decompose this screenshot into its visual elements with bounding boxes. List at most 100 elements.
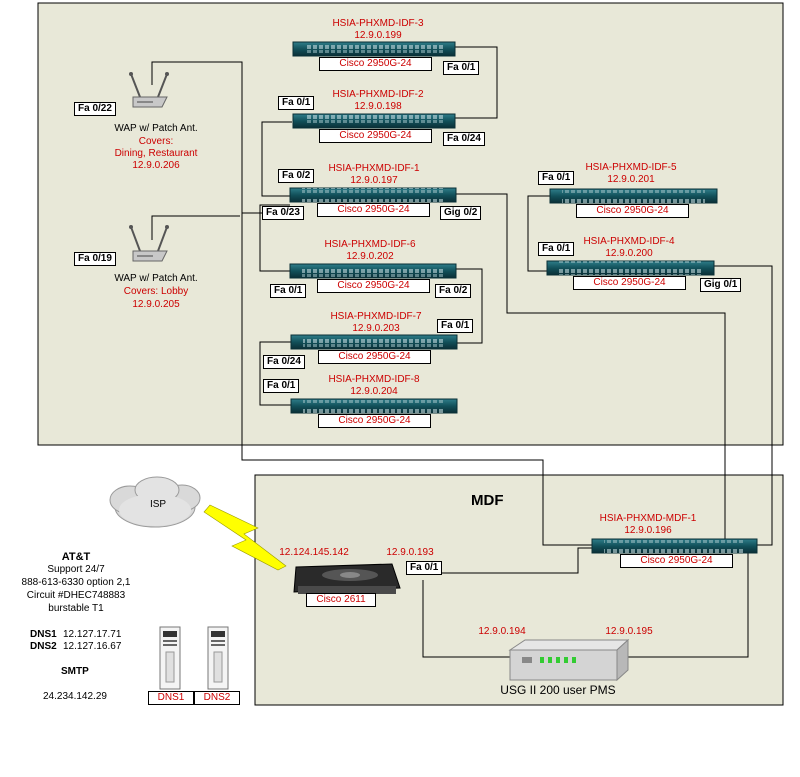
dns1-server-icon[interactable] [159, 626, 181, 690]
wap1-area: Dining, Restaurant [114, 148, 198, 159]
idf6-model: Cisco 2950G-24 [317, 279, 430, 293]
idf2-name: HSIA-PHXMD-IDF-2 [332, 89, 424, 100]
switch-idf4[interactable] [546, 260, 715, 276]
carrier-support: Support 24/7 [47, 564, 105, 575]
idf8-model: Cisco 2950G-24 [318, 414, 431, 428]
idf3-ip: 12.9.0.199 [354, 30, 402, 41]
port-wap2-fa019: Fa 0/19 [74, 252, 116, 266]
smtp-label: SMTP [61, 666, 89, 677]
wap2-covers: Covers: Lobby [123, 286, 189, 297]
usg-label: USG II 200 user PMS [500, 683, 616, 697]
switch-idf1[interactable] [289, 187, 457, 203]
link-idf7-idf8 [259, 341, 291, 406]
link-idf3-idf2 [455, 46, 498, 119]
port-idf2-fa01: Fa 0/1 [278, 96, 315, 110]
dns2-label: DNS2 [30, 641, 57, 652]
isp-cloud-icon [109, 476, 201, 528]
wap2-ip: 12.9.0.205 [132, 299, 180, 310]
link-wap1-idf1 [151, 61, 290, 214]
router-lan-ip: 12.9.0.193 [386, 547, 434, 558]
port-idf4-gig01: Gig 0/1 [700, 278, 742, 292]
idf2-ip: 12.9.0.198 [354, 101, 402, 112]
idf5-ip: 12.9.0.201 [607, 174, 655, 185]
mdf1-name: HSIA-PHXMD-MDF-1 [599, 513, 697, 524]
router-model: Cisco 2611 [306, 593, 376, 607]
link-idf4-mdf [714, 265, 773, 546]
idf1-ip: 12.9.0.197 [350, 175, 398, 186]
port-idf5-fa01: Fa 0/1 [538, 171, 575, 185]
idf5-model: Cisco 2950G-24 [576, 204, 689, 218]
smtp-ip: 24.234.142.29 [43, 691, 107, 702]
router-wan-ip: 12.124.145.142 [279, 547, 349, 558]
carrier-service: burstable T1 [48, 603, 104, 614]
wap1-ip: 12.9.0.206 [132, 160, 180, 171]
port-idf6-fa01: Fa 0/1 [270, 284, 307, 298]
link-router-usg [422, 580, 510, 658]
usg-ip-right: 12.9.0.195 [605, 626, 653, 637]
port-router-fa01: Fa 0/1 [406, 561, 443, 575]
port-idf2-fa024: Fa 0/24 [443, 132, 485, 146]
link-usg-mdf [617, 553, 749, 658]
port-idf1-fa023: Fa 0/23 [262, 206, 304, 220]
wap1-covers: Covers: [138, 136, 174, 147]
port-idf1-gig02: Gig 0/2 [440, 206, 482, 220]
idf7-ip: 12.9.0.203 [352, 323, 400, 334]
idf3-name: HSIA-PHXMD-IDF-3 [332, 18, 424, 29]
switch-idf6[interactable] [289, 263, 457, 279]
switch-idf3[interactable] [292, 41, 456, 57]
dns2-server-label: DNS2 [194, 691, 240, 705]
idf5-name: HSIA-PHXMD-IDF-5 [585, 162, 677, 173]
switch-idf5[interactable] [549, 188, 718, 204]
usg-device-icon[interactable] [508, 638, 630, 682]
router-icon[interactable] [293, 563, 401, 594]
link-mdf-router [432, 547, 592, 574]
port-idf7-fa01: Fa 0/1 [437, 319, 474, 333]
wap2-label: WAP w/ Patch Ant. [114, 273, 198, 284]
idf8-ip: 12.9.0.204 [350, 386, 398, 397]
switch-idf2[interactable] [292, 113, 456, 129]
idf4-model: Cisco 2950G-24 [573, 276, 686, 290]
idf8-name: HSIA-PHXMD-IDF-8 [328, 374, 420, 385]
idf6-ip: 12.9.0.202 [346, 251, 394, 262]
link-idf6-idf7 [456, 268, 483, 344]
wap1-icon[interactable] [129, 72, 169, 108]
link-wap-trunk-mdf [241, 213, 592, 546]
carrier-name: AT&T [61, 551, 91, 563]
idf4-name: HSIA-PHXMD-IDF-4 [583, 236, 675, 247]
port-idf1-fa02: Fa 0/2 [278, 169, 315, 183]
dns1-label: DNS1 [30, 629, 57, 640]
idf4-ip: 12.9.0.200 [605, 248, 653, 259]
wap2-icon[interactable] [129, 225, 169, 262]
idf1-model: Cisco 2950G-24 [317, 203, 430, 217]
port-idf3-fa01: Fa 0/1 [443, 61, 480, 75]
port-wap1-fa022: Fa 0/22 [74, 102, 116, 116]
port-idf7-fa024: Fa 0/24 [263, 355, 305, 369]
mdf1-model: Cisco 2950G-24 [620, 554, 733, 568]
idf7-name: HSIA-PHXMD-IDF-7 [330, 311, 422, 322]
idf-panel [37, 2, 784, 446]
dns1-ip: 12.127.17.71 [63, 629, 122, 640]
idf6-name: HSIA-PHXMD-IDF-6 [324, 239, 416, 250]
link-wap2-idf1 [151, 215, 240, 240]
port-idf4-fa01: Fa 0/1 [538, 242, 575, 256]
wan-link-lightning-icon [203, 504, 287, 571]
link-idf1-idf6 [259, 204, 290, 272]
carrier-phone: 888-613-6330 option 2,1 [21, 577, 131, 588]
idf1-name: HSIA-PHXMD-IDF-1 [328, 163, 420, 174]
dns2-ip: 12.127.16.67 [63, 641, 122, 652]
idf2-model: Cisco 2950G-24 [319, 129, 432, 143]
mdf-title: MDF [471, 492, 504, 509]
port-idf8-fa01: Fa 0/1 [263, 379, 300, 393]
switch-idf8[interactable] [290, 398, 458, 414]
switch-mdf1[interactable] [591, 538, 758, 554]
mdf1-ip: 12.9.0.196 [624, 525, 672, 536]
switch-idf7[interactable] [290, 334, 458, 350]
carrier-circuit: Circuit #DHEC748883 [26, 590, 126, 601]
dns1-server-label: DNS1 [148, 691, 194, 705]
link-idf5-idf4 [527, 195, 550, 272]
dns2-server-icon[interactable] [207, 626, 229, 690]
wap1-label: WAP w/ Patch Ant. [114, 123, 198, 134]
port-idf6-fa02: Fa 0/2 [435, 284, 472, 298]
